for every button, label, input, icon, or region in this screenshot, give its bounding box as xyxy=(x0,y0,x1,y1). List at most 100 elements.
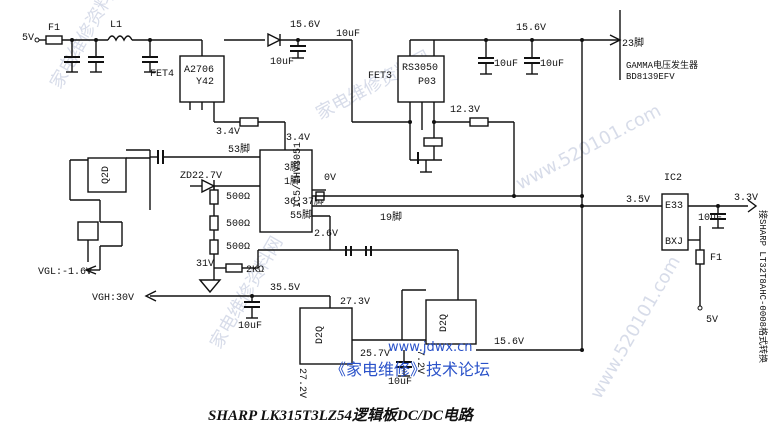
fet3-rs3050: FET3 RS3050 P03 12.3V xyxy=(368,39,620,195)
label-rs3050: RS3050 xyxy=(402,63,438,74)
watermark-text: www.520101.com xyxy=(512,100,664,194)
label-31v: 31V xyxy=(196,259,214,270)
label-10uf-c: 10uF xyxy=(494,59,518,70)
label-fet4: FET4 xyxy=(150,69,174,80)
arrow-left xyxy=(144,290,157,302)
ic-a2706 xyxy=(179,55,225,103)
site-url-watermark: www.jdwx.cn xyxy=(388,340,473,355)
watermark-text: 家电维修资料网 xyxy=(46,0,127,93)
diagram-title: SHARP LK315T3LZ54逻辑板DC/DC电路 xyxy=(208,407,475,424)
fuse-f1b xyxy=(695,249,705,265)
label-3v4-a: 3.4V xyxy=(216,127,240,138)
label-a2706: A2706 xyxy=(184,65,214,76)
label-vgl: VGL:-1.6V xyxy=(38,267,92,278)
label-12v3: 12.3V xyxy=(450,105,480,116)
label-ic2: IC2 xyxy=(664,173,682,184)
label-p03: P03 xyxy=(418,77,436,88)
vgh-section: 2KΩ VGH:30V 35.5V 10uF xyxy=(92,249,372,332)
label-gamma-ic: BD8139EFV xyxy=(626,72,675,82)
boost-diode: 15.6V 10uF 10uF xyxy=(267,20,410,123)
label-f1b: F1 xyxy=(710,253,722,264)
label-y42: Y42 xyxy=(196,77,214,88)
label-3v3: 3.3V xyxy=(734,193,758,204)
label-pin1: 1脚 xyxy=(284,174,300,188)
diode-symbol xyxy=(267,32,282,48)
label-0v: 0V xyxy=(324,173,336,184)
label-pin19: 19脚 xyxy=(380,210,402,224)
label-e33: E33 xyxy=(665,201,683,212)
inductor-l1 xyxy=(107,35,133,42)
d2q-blocks: 27.3V D2Q D2Q 15.6V 25.7V 27.2V 7.2V 10u… xyxy=(296,246,584,398)
forum-watermark: 《家电维修》技术论坛 xyxy=(330,360,490,379)
label-bxj: BXJ xyxy=(665,237,683,248)
ic-e33 xyxy=(661,193,689,251)
label-25v7: 25.7V xyxy=(360,349,390,360)
label-500-b: 500Ω xyxy=(226,219,250,230)
ic5-block: IC5/IHV3051 3脚 1脚 36,37脚 55脚 0V 19脚 2.6V xyxy=(259,122,584,250)
label-2k: 2KΩ xyxy=(246,265,264,276)
label-15v6-b: 15.6V xyxy=(516,23,546,34)
label-gamma: GAMMA电压发生器 xyxy=(626,59,698,71)
label-ic5: IC5/IHV3051 xyxy=(292,142,304,208)
label-pin53: 53脚 xyxy=(228,142,250,156)
label-5v-b: 5V xyxy=(706,315,718,326)
label-3v5: 3.5V xyxy=(626,195,650,206)
label-2v6: 2.6V xyxy=(314,229,338,240)
label-l1: L1 xyxy=(110,20,122,31)
label-zd: ZD22.7V xyxy=(180,171,222,182)
label-15v6-c: 15.6V xyxy=(494,337,524,348)
resistor xyxy=(239,117,259,127)
label-10uf-b: 10uF xyxy=(270,57,294,68)
label-10uf-d: 10uF xyxy=(540,59,564,70)
resistor-500-b xyxy=(209,215,219,231)
label-5v-input: 5V xyxy=(22,33,34,44)
resistor xyxy=(423,137,443,147)
label-27v2-b: 7.2V xyxy=(414,350,425,374)
ic-d2q-a xyxy=(299,307,353,365)
label-27v2-a: 27.2V xyxy=(296,368,307,398)
background-watermarks: 家电维修资料网 家电维修资料网 www.520101.com 家电维修资料网 w… xyxy=(46,0,685,403)
resistor-2k xyxy=(225,263,243,273)
ic-d2q-b xyxy=(425,299,477,345)
ic5-ihv3051 xyxy=(259,149,313,233)
input-rail: 5V F1 L1 xyxy=(22,20,202,73)
label-pin55: 55脚 xyxy=(290,208,312,222)
label-35v5: 35.5V xyxy=(270,283,300,294)
fet4-a2706: FET4 A2706 Y42 3.4V 3.4V xyxy=(150,39,310,144)
watermark-text: www.520101.com xyxy=(586,252,685,402)
label-27v3: 27.3V xyxy=(340,297,370,308)
label-d2q-b: D2Q xyxy=(439,314,450,332)
label-sharp-note: 接SHARP LT32T8AHC-0008格式转换 xyxy=(757,210,769,363)
component xyxy=(77,221,99,241)
ic-q2d xyxy=(87,157,127,193)
fuse-f1 xyxy=(45,35,63,45)
label-fet3: FET3 xyxy=(368,71,392,82)
ic2-regulator: 3.5V IC2 E33 BXJ 3.3V 10uF F1 5V 接SHARP … xyxy=(582,173,769,363)
label-pin3: 3脚 xyxy=(284,160,300,174)
q2d-block: Q2D 53脚 VGL:-1.6V xyxy=(38,142,260,278)
label-pin3637: 36,37脚 xyxy=(284,194,324,208)
label-15v6-a: 15.6V xyxy=(290,20,320,31)
label-10uf-f: 10uF xyxy=(388,377,412,388)
resistor-500-a xyxy=(209,189,219,205)
label-10uf-a: 10uF xyxy=(336,29,360,40)
label-d2q-a: D2Q xyxy=(315,326,326,344)
terminal-5v xyxy=(34,37,40,43)
label-500-a: 500Ω xyxy=(226,192,250,203)
resistor xyxy=(469,117,489,127)
resistor-500-c xyxy=(209,239,219,255)
label-3v4-b: 3.4V xyxy=(286,133,310,144)
label-pin23: 23脚 xyxy=(622,36,644,50)
ic-rs3050 xyxy=(397,55,445,103)
label-500-c: 500Ω xyxy=(226,242,250,253)
label-f1: F1 xyxy=(48,23,60,34)
label-10uf-e: 10uF xyxy=(238,321,262,332)
arrow-right xyxy=(747,199,758,213)
label-vgh: VGH:30V xyxy=(92,293,134,304)
gamma-output: 15.6V 10uF 10uF 23脚 GAMMA电压发生器 BD8139EFV xyxy=(478,10,698,350)
transistor xyxy=(198,279,222,294)
label-q2d: Q2D xyxy=(101,166,112,184)
zener-resistor-chain: ZD22.7V 500Ω 500Ω 500Ω 31V xyxy=(180,171,260,270)
